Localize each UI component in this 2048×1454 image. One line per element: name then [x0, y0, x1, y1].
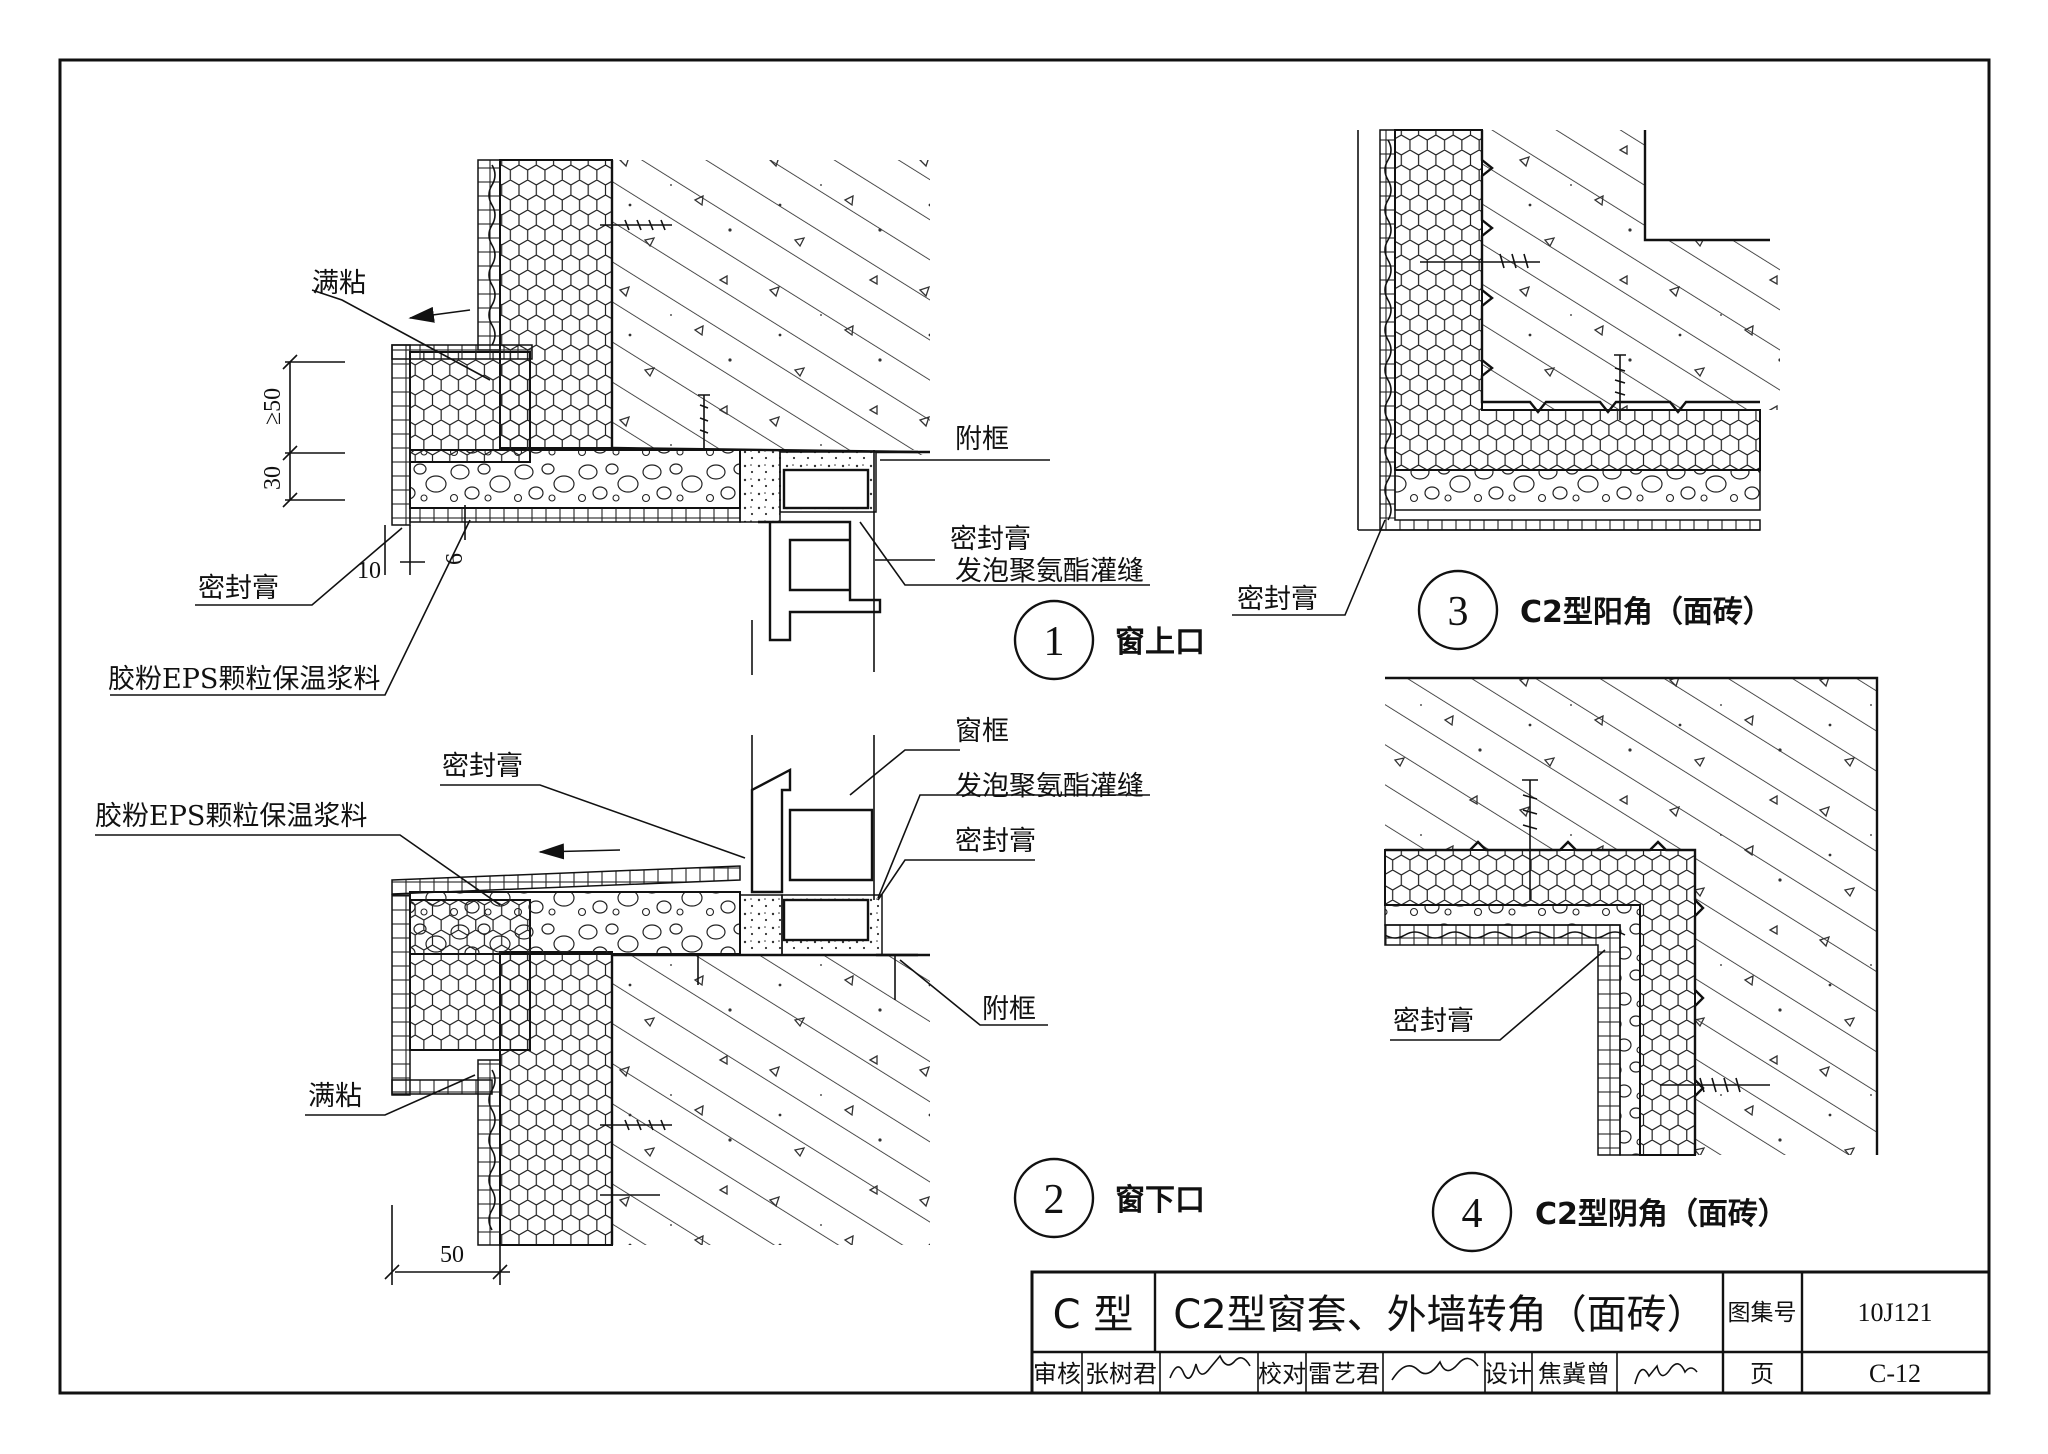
detail-1-leaders	[110, 289, 1150, 696]
tb-page-label: 页	[1750, 1360, 1774, 1388]
detail-2-circle	[1013, 1157, 1095, 1239]
eps-mortar-sill-2	[409, 891, 741, 955]
detail-3-outside-corner	[1232, 129, 1780, 616]
detail-callouts: 1 窗上口 2 窗下口 3 C2型阳角（面砖） 4 C2型阴角（面砖）	[1013, 569, 1788, 1253]
tb-title: C2型窗套、外墙转角（面砖）	[1173, 1292, 1706, 1338]
dim-ge50: ≥50	[260, 388, 286, 425]
tb-reviewer: 张树君	[1085, 1360, 1157, 1388]
tb-review-label: 审核	[1033, 1360, 1081, 1388]
detail-2-caption: 窗下口	[1115, 1183, 1205, 1218]
tb-design-label: 设计	[1484, 1360, 1532, 1388]
label-sealant-2-top: 密封膏	[442, 751, 523, 782]
tb-type-label: C 型	[1053, 1292, 1134, 1338]
detail-2-leaders	[95, 749, 1150, 1116]
leader-sealant-4	[1390, 949, 1606, 1041]
sub-frame-1-shape	[782, 468, 870, 510]
eps-panel-1	[499, 159, 613, 449]
reviewer-signature	[1169, 1354, 1251, 1380]
detail-4-caption: C2型阴角（面砖）	[1535, 1197, 1788, 1232]
tb-page-no: C-12	[1869, 1359, 1921, 1388]
tb-checker: 雷艺君	[1308, 1360, 1380, 1388]
label-sealant-3: 密封膏	[1237, 584, 1318, 615]
tb-check-label: 校对	[1258, 1360, 1306, 1388]
detail-3-caption: C2型阳角（面砖）	[1520, 595, 1773, 630]
detail-4-number: 4	[1462, 1191, 1483, 1237]
label-sub-frame-1: 附框	[955, 424, 1009, 455]
dim-10: 10	[357, 558, 381, 584]
detail-1-caption: 窗上口	[1115, 625, 1205, 660]
sheet-border	[58, 58, 1991, 1395]
detail-2-window-sill	[95, 735, 1150, 1285]
eps-board-4	[1384, 849, 1696, 1156]
detail-4-inside-corner	[1384, 676, 1879, 1156]
label-sealant-4: 密封膏	[1393, 1006, 1474, 1037]
detail-3-circle	[1417, 569, 1499, 651]
label-sealant-2-right: 密封膏	[955, 826, 1036, 857]
detail-1-circle	[1013, 599, 1095, 681]
detail-1-window-head	[110, 159, 1150, 696]
label-pu-foam-2: 发泡聚氨酯灌缝	[955, 771, 1144, 802]
annotation-labels: 满粘 密封膏 胶粉EPS颗粒保温浆料 附框 密封膏 发泡聚氨酯灌缝 密封膏 胶粉…	[95, 268, 1474, 1112]
dim-6: 6	[442, 553, 468, 565]
dim-30: 30	[260, 466, 286, 490]
tb-atlas-label: 图集号	[1728, 1300, 1797, 1326]
eps-mortar-soffit-1	[409, 449, 741, 509]
designer-signature	[1634, 1363, 1698, 1385]
label-full-adhesive-top: 满粘	[312, 268, 366, 299]
checker-signature	[1391, 1357, 1479, 1381]
detail-2-dimension	[384, 1205, 510, 1285]
label-full-adhesive-bottom: 满粘	[308, 1081, 362, 1112]
detail-2-number: 2	[1044, 1177, 1065, 1223]
label-sub-frame-2: 附框	[982, 994, 1036, 1025]
label-eps-mortar-1: 胶粉EPS颗粒保温浆料	[108, 664, 380, 695]
label-sealant-1-left: 密封膏	[198, 573, 279, 604]
tb-atlas-no: 10J121	[1857, 1298, 1932, 1327]
detail-1-dimensions	[282, 354, 466, 575]
window-frame-profile-2	[750, 768, 874, 894]
leader-sealant-3	[1232, 519, 1386, 616]
sub-frame-2-shape	[782, 898, 870, 942]
window-frame-profile-1	[758, 520, 882, 642]
tb-designer: 焦冀曾	[1538, 1360, 1610, 1388]
label-pu-foam-1: 发泡聚氨酯灌缝	[955, 556, 1144, 587]
detail-1-number: 1	[1044, 619, 1065, 665]
dim-50: 50	[440, 1242, 464, 1268]
detail-3-number: 3	[1448, 589, 1469, 635]
label-sealant-1-right: 密封膏	[950, 524, 1031, 555]
detail-4-circle	[1431, 1171, 1513, 1253]
title-block: C 型 C2型窗套、外墙转角（面砖） 图集号 10J121 审核 张树君 校对 …	[1030, 1270, 1991, 1395]
label-window-frame: 窗框	[955, 716, 1009, 747]
dimension-labels: ≥50 30 10 6 50	[260, 388, 468, 1268]
label-eps-mortar-2: 胶粉EPS颗粒保温浆料	[95, 801, 367, 832]
